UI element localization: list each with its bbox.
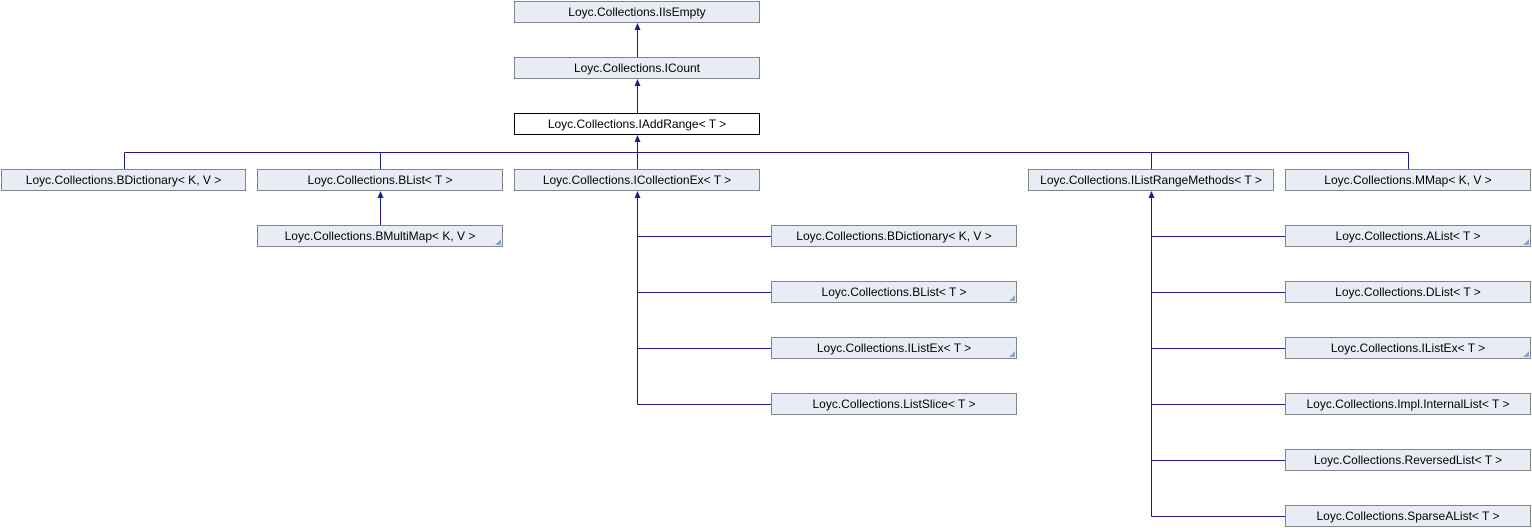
node-label: Loyc.Collections.IListRangeMethods< T > xyxy=(1040,173,1262,187)
truncated-marker-icon xyxy=(1523,239,1529,245)
node-label: Loyc.Collections.IListEx< T > xyxy=(816,341,972,355)
node-label: Loyc.Collections.IAddRange< T > xyxy=(547,117,727,131)
node-iaddrange-current: Loyc.Collections.IAddRange< T > xyxy=(514,113,760,135)
node-reversedlist[interactable]: Loyc.Collections.ReversedList< T > xyxy=(1285,449,1531,471)
truncated-marker-icon xyxy=(1009,295,1015,301)
edge-arrowhead xyxy=(1148,191,1155,198)
node-ilistex-mid[interactable]: Loyc.Collections.IListEx< T > xyxy=(771,337,1017,359)
edge-arrowhead xyxy=(634,23,641,30)
node-mmap[interactable]: Loyc.Collections.MMap< K, V > xyxy=(1285,169,1531,191)
node-listslice[interactable]: Loyc.Collections.ListSlice< T > xyxy=(771,393,1017,415)
node-label: Loyc.Collections.BDictionary< K, V > xyxy=(25,173,222,187)
node-blist-sub[interactable]: Loyc.Collections.BList< T > xyxy=(771,281,1017,303)
node-label: Loyc.Collections.BList< T > xyxy=(307,173,453,187)
node-label: Loyc.Collections.BMultiMap< K, V > xyxy=(284,229,476,243)
node-bmultimap[interactable]: Loyc.Collections.BMultiMap< K, V > xyxy=(257,225,503,247)
node-icollectionex[interactable]: Loyc.Collections.ICollectionEx< T > xyxy=(514,169,760,191)
node-label: Loyc.Collections.IListEx< T > xyxy=(1330,341,1486,355)
node-label: Loyc.Collections.SparseAList< T > xyxy=(1316,509,1500,523)
node-bdictionary[interactable]: Loyc.Collections.BDictionary< K, V > xyxy=(1,169,246,191)
truncated-marker-icon xyxy=(1523,351,1529,357)
node-label: Loyc.Collections.ICollectionEx< T > xyxy=(542,173,732,187)
edge-arrowhead xyxy=(634,191,641,198)
node-label: Loyc.Collections.Impl.InternalList< T > xyxy=(1306,397,1510,411)
node-bdictionary-sub[interactable]: Loyc.Collections.BDictionary< K, V > xyxy=(771,225,1017,247)
edge-arrowhead xyxy=(634,135,641,142)
truncated-marker-icon xyxy=(495,239,501,245)
truncated-marker-icon xyxy=(1009,351,1015,357)
edge-arrowhead xyxy=(634,79,641,86)
node-icount[interactable]: Loyc.Collections.ICount xyxy=(514,57,760,79)
node-label: Loyc.Collections.BList< T > xyxy=(821,285,967,299)
node-blist[interactable]: Loyc.Collections.BList< T > xyxy=(257,169,503,191)
node-label: Loyc.Collections.ReversedList< T > xyxy=(1313,453,1503,467)
node-label: Loyc.Collections.MMap< K, V > xyxy=(1324,173,1492,187)
node-label: Loyc.Collections.ICount xyxy=(573,61,701,75)
node-label: Loyc.Collections.BDictionary< K, V > xyxy=(796,229,992,243)
node-iisempty[interactable]: Loyc.Collections.IIsEmpty xyxy=(514,1,760,23)
edge-arrowhead xyxy=(377,191,384,198)
node-label: Loyc.Collections.DList< T > xyxy=(1335,285,1481,299)
node-ilistex-right[interactable]: Loyc.Collections.IListEx< T > xyxy=(1285,337,1531,359)
node-label: Loyc.Collections.AList< T > xyxy=(1335,229,1481,243)
node-alist[interactable]: Loyc.Collections.AList< T > xyxy=(1285,225,1531,247)
node-internallist[interactable]: Loyc.Collections.Impl.InternalList< T > xyxy=(1285,393,1531,415)
node-sparsealist[interactable]: Loyc.Collections.SparseAList< T > xyxy=(1285,505,1531,527)
node-dlist[interactable]: Loyc.Collections.DList< T > xyxy=(1285,281,1531,303)
node-label: Loyc.Collections.IIsEmpty xyxy=(568,5,706,19)
node-ilistrangemethods[interactable]: Loyc.Collections.IListRangeMethods< T > xyxy=(1028,169,1274,191)
node-label: Loyc.Collections.ListSlice< T > xyxy=(812,397,976,411)
